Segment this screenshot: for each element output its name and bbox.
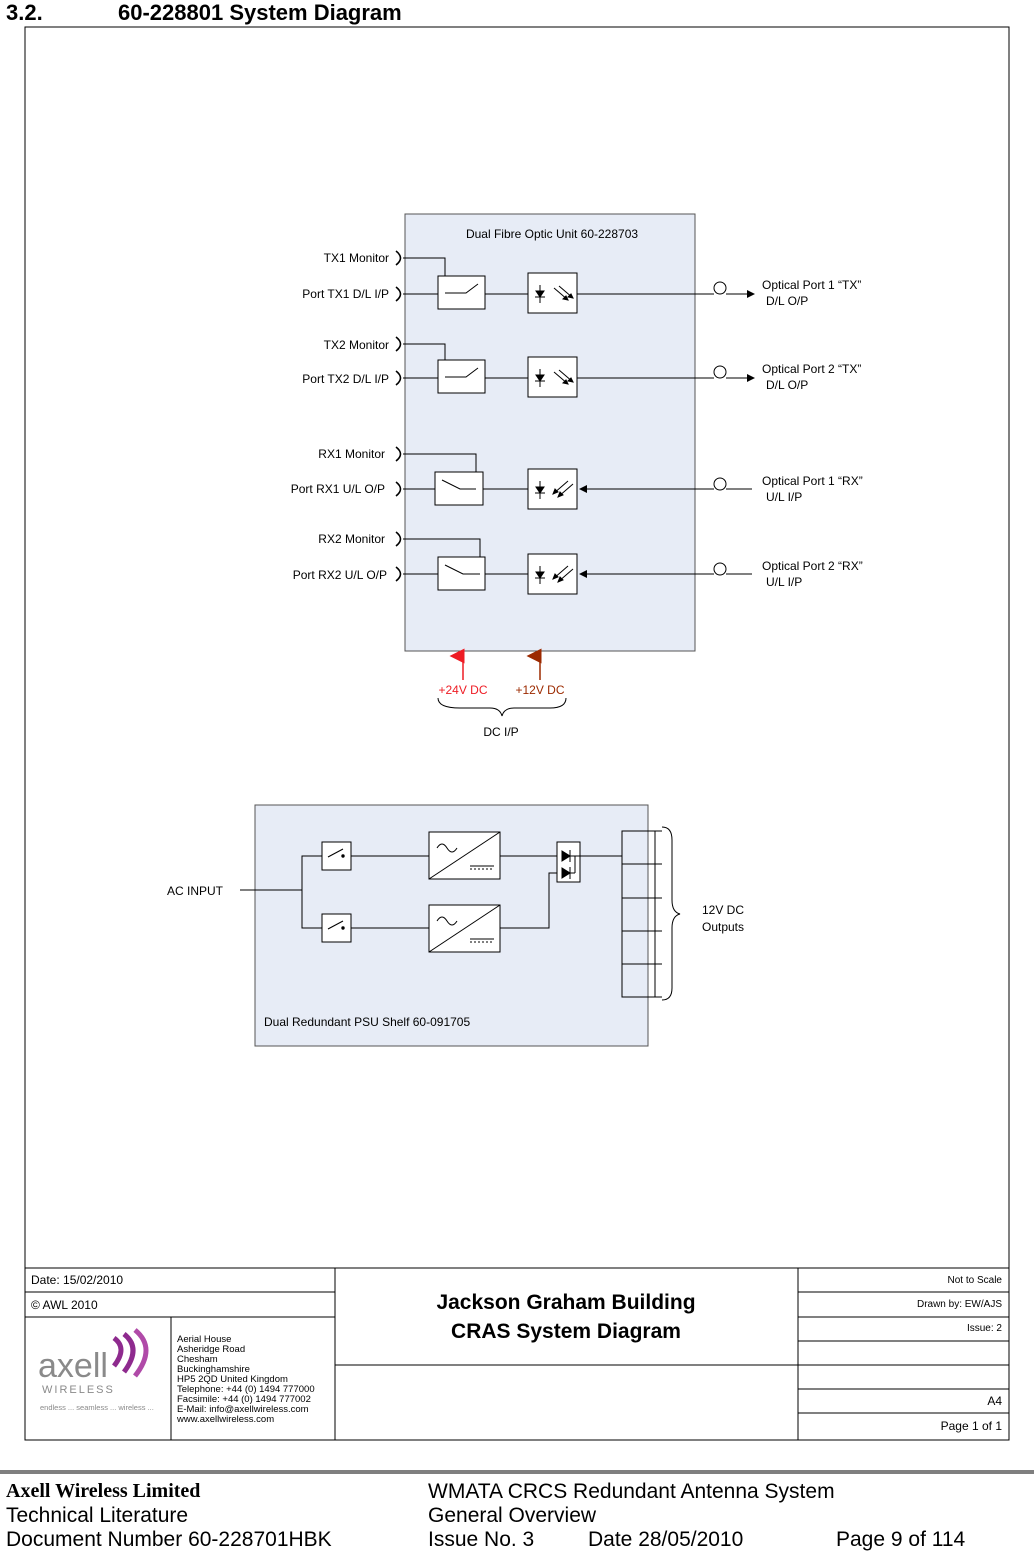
- tb-scale: Not to Scale: [948, 1275, 1003, 1286]
- footer-product: WMATA CRCS Redundant Antenna System: [428, 1480, 835, 1503]
- tb-drawn-by: Drawn by: EW/AJS: [917, 1299, 1002, 1310]
- section-heading: 3.2. 60-228801 System Diagram: [6, 0, 402, 26]
- optical-port-1-tx-dir: D/L O/P: [766, 294, 808, 308]
- port-label-tx1-dl: Port TX1 D/L I/P: [302, 287, 389, 301]
- outputs-brace: [661, 826, 681, 1001]
- port-label-rx2-monitor: RX2 Monitor: [318, 532, 385, 546]
- port-label-tx1-monitor: TX1 Monitor: [324, 251, 389, 265]
- psu-shelf: AC INPUT: [167, 804, 744, 1047]
- footer-date: Date 28/05/2010: [588, 1528, 744, 1551]
- tb-date: Date: 15/02/2010: [31, 1273, 123, 1287]
- ac-input-label: AC INPUT: [167, 884, 224, 898]
- dc-24v-label: +24V DC: [438, 683, 487, 697]
- tb-address-line: Buckinghamshire: [177, 1364, 250, 1375]
- diode-icon: [556, 841, 581, 883]
- svg-text:axell: axell: [38, 1347, 108, 1385]
- tb-address-line: E-Mail: info@axellwireless.com: [177, 1404, 309, 1415]
- svg-text:endless ... seamless ... wir: endless ... seamless ... wireless ...: [40, 1403, 154, 1412]
- optical-port-1-rx-name: Optical Port 1 “RX”: [762, 474, 863, 488]
- section-number: 3.2.: [6, 0, 43, 25]
- title-block: [25, 1267, 1009, 1440]
- optical-port-connectors: [713, 281, 727, 576]
- optical-port-1-tx-name: Optical Port 1 “TX”: [762, 278, 861, 292]
- optical-port-2-tx-dir: D/L O/P: [766, 378, 808, 392]
- system-diagram: Dual Fibre Optic Unit 60-228703 TX1 Moni…: [24, 26, 1010, 1441]
- fibre-unit-title: Dual Fibre Optic Unit 60-228703: [466, 227, 638, 241]
- laser-diode-icon: [535, 285, 574, 387]
- dc-brace: [437, 697, 567, 717]
- couplers: [434, 275, 486, 591]
- tb-copyright: © AWL 2010: [31, 1298, 98, 1312]
- footer-literature: Technical Literature: [6, 1504, 189, 1527]
- optical-port-2-rx-name: Optical Port 2 “RX”: [762, 559, 863, 573]
- ac-dc-converter-icon: [428, 831, 501, 953]
- optical-port-2-rx-dir: U/L I/P: [766, 575, 802, 589]
- dc-12v-label: +12V DC: [515, 683, 564, 697]
- footer-page: Page 9 of 114: [836, 1528, 966, 1551]
- tb-address-line: Chesham: [177, 1354, 218, 1365]
- outputs-label-line2: Outputs: [702, 920, 744, 934]
- optical-port-2-tx-name: Optical Port 2 “TX”: [762, 362, 861, 376]
- axell-logo: axell WIRELESS endless ... seamless ... …: [38, 1328, 154, 1412]
- photo-diode-icon: [535, 480, 574, 584]
- optical-port-1-rx-dir: U/L I/P: [766, 490, 802, 504]
- internal-wiring: [403, 257, 755, 578]
- tb-address-line: HP5 2QD United Kingdom: [177, 1374, 288, 1385]
- port-label-rx1-ul: Port RX1 U/L O/P: [291, 482, 385, 496]
- tb-page: Page 1 of 1: [941, 1419, 1003, 1433]
- page-footer: Axell Wireless Limited Technical Literat…: [0, 1470, 1034, 1552]
- tb-address-line: Aerial House: [177, 1334, 231, 1345]
- tb-project-line1: Jackson Graham Building: [436, 1291, 695, 1314]
- tb-address-line: www.axellwireless.com: [176, 1414, 274, 1425]
- port-label-tx2-monitor: TX2 Monitor: [324, 338, 389, 352]
- drawing-frame: [24, 26, 1010, 1441]
- svg-text:WIRELESS: WIRELESS: [42, 1384, 115, 1396]
- tb-address-line: Facsimile: +44 (0) 1494 777002: [177, 1394, 311, 1405]
- tb-address-line: Asheridge Road: [177, 1344, 245, 1355]
- fibre-optic-unit: Dual Fibre Optic Unit 60-228703 TX1 Moni…: [291, 213, 863, 739]
- dc-input-label: DC I/P: [483, 725, 518, 739]
- tb-size: A4: [987, 1394, 1002, 1408]
- footer-issue: Issue No. 3: [428, 1528, 535, 1551]
- tb-project-line2: CRAS System Diagram: [451, 1320, 681, 1343]
- psu-title: Dual Redundant PSU Shelf 60-091705: [264, 1015, 470, 1029]
- tb-address-line: Telephone: +44 (0) 1494 777000: [177, 1384, 315, 1395]
- port-label-rx2-ul: Port RX2 U/L O/P: [293, 568, 387, 582]
- section-title: 60-228801 System Diagram: [118, 0, 402, 25]
- optical-modules: [527, 272, 578, 595]
- outputs-label-line1: 12V DC: [702, 903, 744, 917]
- footer-overview: General Overview: [428, 1504, 597, 1527]
- footer-company: Axell Wireless Limited: [6, 1480, 201, 1502]
- port-label-tx2-dl: Port TX2 D/L I/P: [302, 372, 389, 386]
- switch-icon: [321, 841, 352, 943]
- footer-docnum: Document Number 60-228701HBK: [6, 1528, 332, 1551]
- footer-rule: [0, 1470, 1034, 1474]
- tb-issue: Issue: 2: [967, 1323, 1002, 1334]
- port-label-rx1-monitor: RX1 Monitor: [318, 447, 385, 461]
- title-block-text: Date: 15/02/2010 © AWL 2010 Jackson Grah…: [31, 1273, 1002, 1433]
- psu-wiring: [240, 830, 662, 998]
- rf-connectors: [395, 250, 402, 582]
